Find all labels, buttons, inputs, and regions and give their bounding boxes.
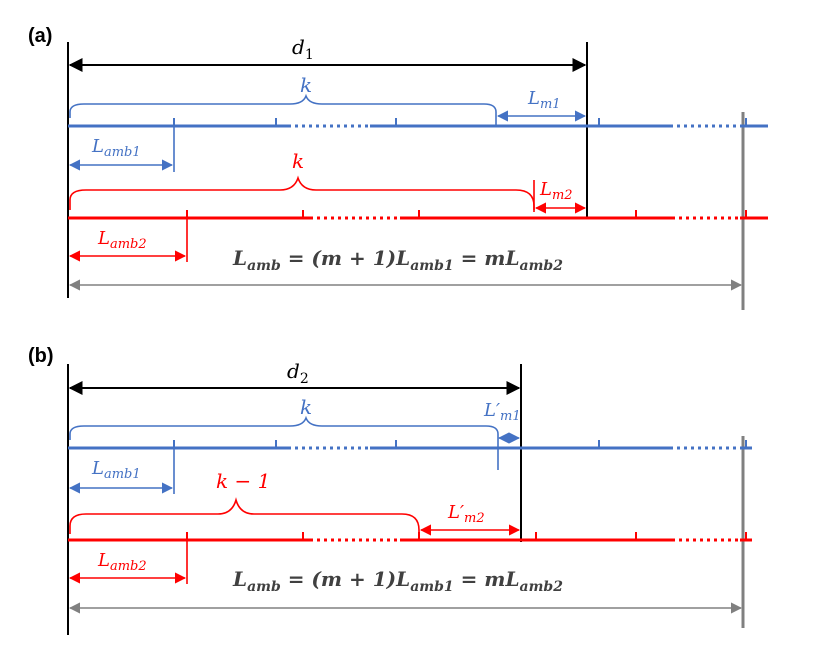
- panel-b-red-scale: [68, 532, 752, 542]
- panel-b-lamb2-label: Lamb2: [97, 550, 147, 574]
- panel-b-blue-k-label: k: [300, 395, 312, 419]
- panel-a-d1-label: d1: [292, 35, 314, 63]
- panel-b-red-k-label: k − 1: [216, 469, 270, 493]
- panel-b-red-k-brace: [69, 497, 420, 534]
- panel-a: (a) d1 k Lm1 Lamb1: [28, 25, 768, 310]
- panel-a-lm2-label: Lm2: [539, 179, 573, 203]
- panel-a-red-scale: [68, 210, 768, 220]
- panel-b-d2-label: d2: [287, 359, 309, 387]
- panel-b-lm1-label: L′m1: [483, 400, 521, 424]
- panel-b: (b) d2 k L′m1 Lamb: [28, 345, 752, 635]
- panel-b-lm2-label: L′m2: [447, 502, 485, 526]
- panel-a-red-k-brace: [69, 175, 535, 210]
- panel-b-blue-scale: [68, 440, 752, 450]
- panel-a-lamb1-label: Lamb1: [91, 136, 141, 160]
- panel-a-lm1-label: Lm1: [527, 88, 561, 112]
- panel-a-equation: Lamb = (m + 1)Lamb1 = mLamb2: [232, 246, 563, 274]
- panel-a-red-k-label: k: [292, 149, 304, 173]
- panel-b-blue-k-brace: [69, 415, 499, 470]
- panel-a-blue-k-brace: [69, 93, 497, 126]
- panel-b-label: (b): [28, 345, 54, 367]
- panel-b-lamb1-label: Lamb1: [91, 458, 141, 482]
- panel-a-blue-scale: [68, 118, 768, 128]
- panel-a-label: (a): [28, 25, 52, 47]
- panel-a-lamb2-label: Lamb2: [97, 228, 147, 252]
- panel-a-blue-k-label: k: [300, 73, 312, 97]
- panel-b-equation: Lamb = (m + 1)Lamb1 = mLamb2: [232, 567, 563, 595]
